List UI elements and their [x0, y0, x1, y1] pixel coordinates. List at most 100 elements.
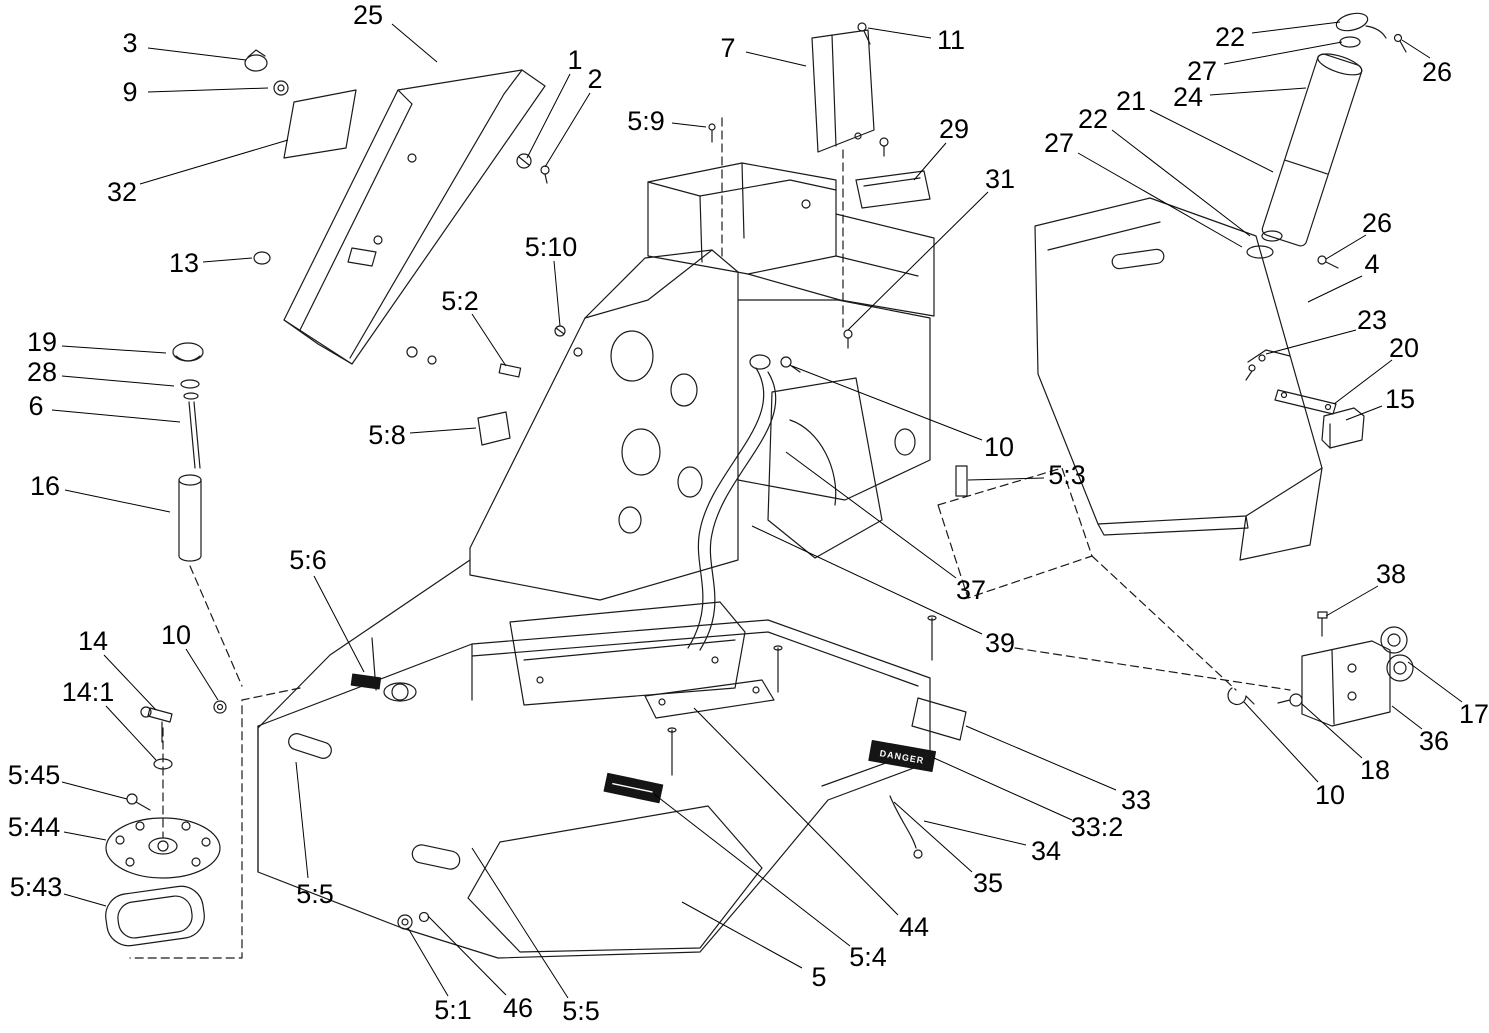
part-tank-cylinder	[1246, 12, 1407, 259]
leader-line-32	[139, 139, 289, 185]
construction-lines	[129, 117, 1291, 959]
callout-16: 16	[30, 471, 60, 501]
callout-33-2: 33:2	[1071, 812, 1124, 842]
part-hood-4	[1034, 197, 1365, 561]
part-knob-17	[1380, 626, 1414, 682]
part-cap-3	[244, 49, 268, 72]
callout-6: 6	[28, 391, 43, 421]
callout-22: 22	[1215, 22, 1245, 52]
leader-line-3	[147, 47, 247, 61]
leader-line-26	[1401, 39, 1431, 59]
callout-5-8: 5:8	[368, 420, 406, 450]
leader-line-31	[847, 191, 989, 331]
part-plate-32	[283, 89, 357, 159]
callout-27: 27	[1187, 56, 1217, 86]
leader-line-16	[64, 489, 171, 513]
leader-line-10	[1243, 701, 1319, 783]
leader-line-5-6	[313, 575, 365, 673]
part-main-frame-tower	[257, 249, 931, 729]
callout-5-43: 5:43	[10, 872, 63, 902]
leader-line-5-45	[61, 781, 128, 800]
callout-20: 20	[1389, 333, 1419, 363]
callout-14: 14	[78, 626, 108, 656]
leader-line-35	[893, 801, 973, 873]
leader-line-39	[751, 525, 983, 635]
callout-18: 18	[1360, 755, 1390, 785]
leader-line-33	[965, 725, 1117, 791]
leader-line-5-2	[471, 313, 507, 367]
leader-line-19	[61, 345, 167, 354]
callout-13: 13	[169, 248, 199, 278]
leader-line-28	[61, 375, 175, 387]
decal-5-3	[955, 465, 968, 497]
callout-3: 3	[122, 28, 137, 58]
callout-39: 39	[985, 628, 1015, 658]
part-hose-39	[687, 354, 801, 651]
callout-33: 33	[1121, 785, 1151, 815]
part-latch-5-6	[350, 637, 382, 691]
leader-line-22	[1251, 21, 1341, 34]
callout-5-9: 5:9	[627, 106, 665, 136]
callout-26: 26	[1422, 57, 1452, 87]
leader-line-29	[913, 142, 947, 181]
leader-line-46	[427, 915, 507, 996]
part-ring-13	[253, 251, 271, 265]
leader-line-5-8	[409, 427, 477, 434]
leader-line-20	[1333, 359, 1393, 405]
part-duct-37	[767, 377, 883, 559]
leader-line-5-1	[407, 927, 449, 997]
part-panel-7	[811, 29, 875, 153]
callout-5-44: 5:44	[8, 812, 61, 842]
leader-line-5-5	[295, 761, 309, 879]
danger-decal: DANGER	[868, 740, 937, 773]
leader-line-36	[1391, 705, 1423, 730]
callout-5-10: 5:10	[525, 232, 578, 262]
callout-5-4: 5:4	[849, 942, 887, 972]
part-screw-2	[540, 165, 550, 184]
leader-line-15	[1345, 405, 1383, 421]
part-bolt-38	[1317, 611, 1328, 637]
callout-19: 19	[27, 327, 57, 357]
part-fitting-18	[1277, 693, 1303, 707]
callout-46: 46	[503, 993, 533, 1023]
callout-10: 10	[1315, 780, 1345, 810]
callout-5: 5	[811, 962, 826, 992]
callout-24: 24	[1173, 82, 1203, 112]
callout-5-1: 5:1	[434, 995, 472, 1025]
leader-line-24	[1209, 87, 1307, 96]
warning-decal-5-4	[603, 772, 664, 804]
callout-38: 38	[1376, 559, 1406, 589]
callout-14-1: 14:1	[62, 677, 115, 707]
leader-line-44	[693, 707, 899, 916]
callout-5-45: 5:45	[8, 760, 61, 790]
callout-31: 31	[985, 164, 1015, 194]
callout-5-5: 5:5	[562, 996, 600, 1026]
callout-1: 1	[567, 45, 582, 75]
leader-line-7	[745, 51, 807, 67]
part-washer-9	[273, 80, 289, 96]
callout-4: 4	[1364, 249, 1379, 279]
callout-7: 7	[720, 33, 735, 63]
callout-11: 11	[937, 25, 965, 55]
callout-34: 34	[1031, 836, 1061, 866]
callout-27: 27	[1044, 128, 1074, 158]
leader-line-13	[202, 257, 253, 263]
leader-line-22	[1111, 129, 1251, 237]
decal-5-2	[498, 363, 522, 378]
callout-44: 44	[899, 912, 929, 942]
decal-5-8	[477, 411, 511, 446]
leader-line-26	[1325, 234, 1367, 260]
leader-line-1	[526, 73, 571, 159]
part-drawings: DANGER	[105, 12, 1414, 959]
callout-36: 36	[1419, 726, 1449, 756]
callout-17: 17	[1459, 699, 1489, 729]
part-lower-frame	[257, 615, 967, 959]
callout-29: 29	[939, 114, 969, 144]
leader-line-27	[1223, 41, 1343, 65]
leader-line-10	[185, 648, 219, 701]
leader-line-5-3	[967, 477, 1045, 481]
leader-line-2	[544, 92, 591, 168]
callout-5-5: 5:5	[296, 879, 334, 909]
